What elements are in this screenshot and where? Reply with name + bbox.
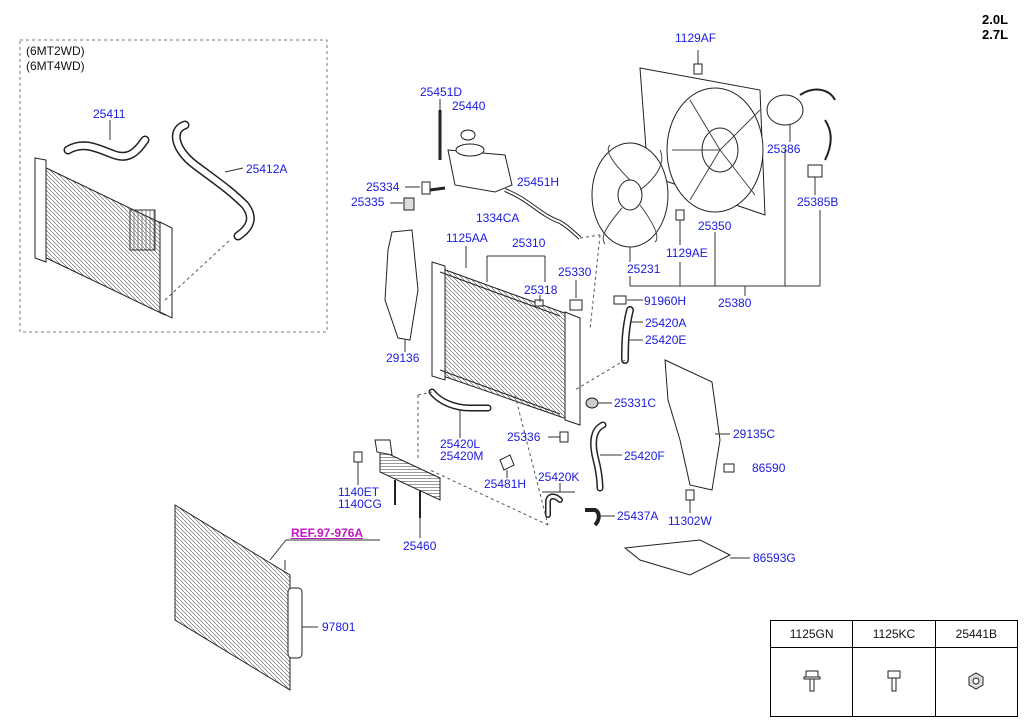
part-label-25335[interactable]: 25335 bbox=[351, 195, 385, 209]
bracket-86593G[interactable] bbox=[623, 539, 732, 576]
part-label-11302W[interactable]: 11302W bbox=[668, 514, 712, 528]
shroud-bolt-1129AE[interactable] bbox=[675, 209, 685, 221]
hex-bolt-icon bbox=[852, 647, 936, 717]
hose-clip-25334[interactable] bbox=[421, 181, 431, 195]
hose-clamp-25481H[interactable] bbox=[499, 454, 515, 471]
fan-resistor-25385B[interactable] bbox=[807, 164, 823, 178]
cooling-fan-blade[interactable] bbox=[591, 142, 669, 248]
part-label-25460[interactable]: 25460 bbox=[403, 539, 437, 553]
part-label-25420A[interactable]: 25420A bbox=[645, 316, 687, 330]
fastener-table: 1125GN 1125KC 25441B bbox=[769, 620, 1019, 717]
part-label-25231[interactable]: 25231 bbox=[627, 262, 661, 276]
part-label-25420F[interactable]: 25420F bbox=[624, 449, 665, 463]
variant-note-4wd: (6MT4WD) bbox=[26, 59, 85, 73]
right-air-guard[interactable] bbox=[664, 359, 721, 491]
bolt-11302W[interactable] bbox=[685, 489, 695, 501]
part-label-1125AA[interactable]: 1125AA bbox=[446, 231, 488, 245]
part-label-25420E[interactable]: 25420E bbox=[645, 333, 687, 347]
part-label-25380[interactable]: 25380 bbox=[718, 296, 752, 310]
part-label-1129AE[interactable]: 1129AE bbox=[666, 246, 708, 260]
fastener-header-1125KC[interactable]: 1125KC bbox=[852, 620, 936, 648]
flange-bolt-icon bbox=[769, 647, 854, 717]
ac-condenser[interactable] bbox=[174, 504, 303, 691]
part-label-25318[interactable]: 25318 bbox=[524, 283, 558, 297]
part-label-1140CG[interactable]: 1140CG bbox=[338, 497, 382, 511]
part-label-29135C[interactable]: 29135C bbox=[733, 427, 776, 441]
part-label-25412A[interactable]: 25412A bbox=[246, 162, 288, 176]
part-label-1334CA[interactable]: 1334CA bbox=[476, 211, 520, 225]
drain-plug-25331C[interactable] bbox=[585, 397, 599, 409]
part-label-25481H[interactable]: 25481H bbox=[484, 477, 527, 491]
transmission-oil-cooler[interactable] bbox=[374, 439, 441, 518]
part-label-1140ET[interactable]: 1140ET bbox=[338, 485, 380, 499]
part-label-97801[interactable]: 97801 bbox=[322, 620, 356, 634]
part-label-86593G[interactable]: 86593G bbox=[753, 551, 796, 565]
fan-motor[interactable] bbox=[766, 88, 836, 161]
reservoir-overflow-tube[interactable] bbox=[429, 110, 446, 192]
part-label-91960H[interactable]: 91960H bbox=[644, 294, 687, 308]
pipe-25437A[interactable] bbox=[585, 508, 601, 527]
part-label-25385B[interactable]: 25385B bbox=[797, 195, 839, 209]
hose-clamp-91960H[interactable] bbox=[613, 295, 627, 305]
drain-cock-25336[interactable] bbox=[559, 431, 569, 443]
fastener-header-25441B[interactable]: 25441B bbox=[934, 620, 1019, 648]
radiator-cap-25330[interactable] bbox=[569, 299, 583, 311]
part-label-29136[interactable]: 29136 bbox=[386, 351, 420, 365]
part-label-86590[interactable]: 86590 bbox=[752, 461, 786, 475]
part-label-25437A[interactable]: 25437A bbox=[617, 509, 659, 523]
main-radiator[interactable] bbox=[431, 261, 581, 426]
part-label-25350[interactable]: 25350 bbox=[698, 219, 732, 233]
shroud-bolt-1129AF[interactable] bbox=[693, 63, 703, 75]
reservoir-cap[interactable] bbox=[460, 129, 476, 141]
part-label-25420L[interactable]: 25420L bbox=[440, 437, 481, 451]
part-label-25334[interactable]: 25334 bbox=[366, 180, 400, 194]
ref-link-condenser[interactable]: REF.97-976A bbox=[291, 526, 364, 540]
part-label-25440[interactable]: 25440 bbox=[452, 99, 486, 113]
engine-label-2-0: 2.0L bbox=[982, 12, 1009, 27]
part-label-25451H[interactable]: 25451H bbox=[517, 175, 560, 189]
part-label-1129AF[interactable]: 1129AF bbox=[675, 31, 717, 45]
manual-transmission-inset-box bbox=[19, 39, 328, 333]
fan-shroud[interactable] bbox=[639, 67, 766, 216]
part-label-25336[interactable]: 25336 bbox=[507, 430, 541, 444]
engine-label-2-7: 2.7L bbox=[982, 27, 1009, 42]
part-label-25330[interactable]: 25330 bbox=[558, 265, 592, 279]
part-label-25310[interactable]: 25310 bbox=[512, 236, 546, 250]
variant-note-2wd: (6MT2WD) bbox=[26, 44, 85, 58]
part-label-25331C[interactable]: 25331C bbox=[614, 396, 657, 410]
part-label-25386[interactable]: 25386 bbox=[767, 142, 801, 156]
part-label-25411[interactable]: 25411 bbox=[93, 107, 126, 121]
clip-86590[interactable] bbox=[723, 463, 735, 473]
coolant-reservoir[interactable] bbox=[447, 143, 513, 193]
part-label-25420K[interactable]: 25420K bbox=[538, 470, 580, 484]
inset-radiator[interactable] bbox=[34, 157, 173, 319]
radiator-bracket-25318[interactable] bbox=[534, 299, 544, 307]
grommet-25335[interactable] bbox=[403, 197, 415, 211]
left-air-guard[interactable] bbox=[384, 229, 419, 341]
cooler-bolt-1140ET[interactable] bbox=[353, 451, 363, 463]
clip-nut-icon bbox=[934, 647, 1019, 717]
fastener-header-1125GN[interactable]: 1125GN bbox=[769, 620, 854, 648]
part-label-25420M[interactable]: 25420M bbox=[440, 449, 484, 463]
part-label-25451D[interactable]: 25451D bbox=[420, 85, 463, 99]
